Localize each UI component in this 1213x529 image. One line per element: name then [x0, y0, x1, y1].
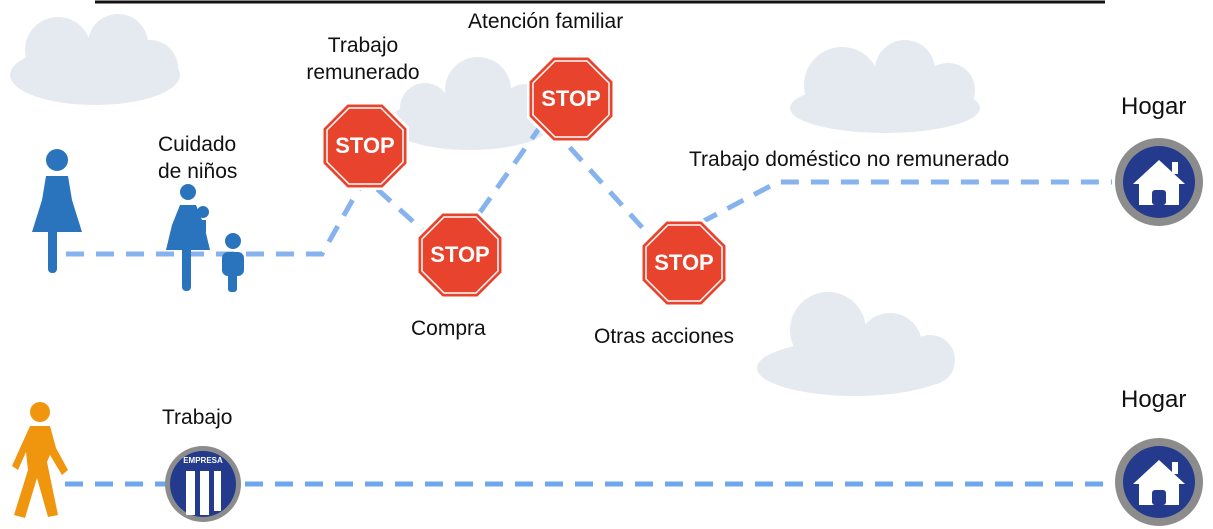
label-trabajo: Trabajo	[162, 406, 233, 429]
stop-sign-icon: STOP	[321, 102, 409, 190]
mother-children-icon	[166, 184, 244, 292]
label-cuidado-ninos: Cuidado de niños	[158, 133, 238, 183]
woman-icon	[32, 149, 82, 273]
label-hogar-top: Hogar	[1121, 93, 1187, 120]
company-building-icon: EMPRESA	[164, 445, 242, 523]
stop-sign-text: STOP	[430, 242, 490, 267]
label-trabajo-remunerado: Trabajo remunerado	[306, 34, 420, 84]
label-hogar-bottom: Hogar	[1121, 386, 1187, 413]
label-trabajo-domestico: Trabajo doméstico no remunerado	[689, 148, 1010, 171]
label-otras-acciones: Otras acciones	[594, 325, 735, 348]
company-label: EMPRESA	[183, 456, 223, 465]
cloud-icon	[790, 40, 980, 133]
house-icon	[1115, 438, 1203, 526]
cloud-icon	[10, 14, 180, 105]
stop-sign-icon: STOP	[640, 219, 728, 307]
label-atencion-familiar: Atención familiar	[468, 10, 624, 33]
label-compra: Compra	[411, 317, 486, 340]
stop-sign-text: STOP	[541, 86, 601, 111]
walking-man-icon	[12, 402, 68, 518]
stop-sign-icon: STOP	[527, 55, 615, 143]
stop-sign-text: STOP	[654, 250, 714, 275]
stop-sign-text: STOP	[335, 133, 395, 158]
stop-sign-icon: STOP	[416, 211, 504, 299]
woman-route-path	[66, 116, 1112, 259]
cloud-icon	[757, 292, 955, 396]
house-icon	[1115, 138, 1203, 226]
